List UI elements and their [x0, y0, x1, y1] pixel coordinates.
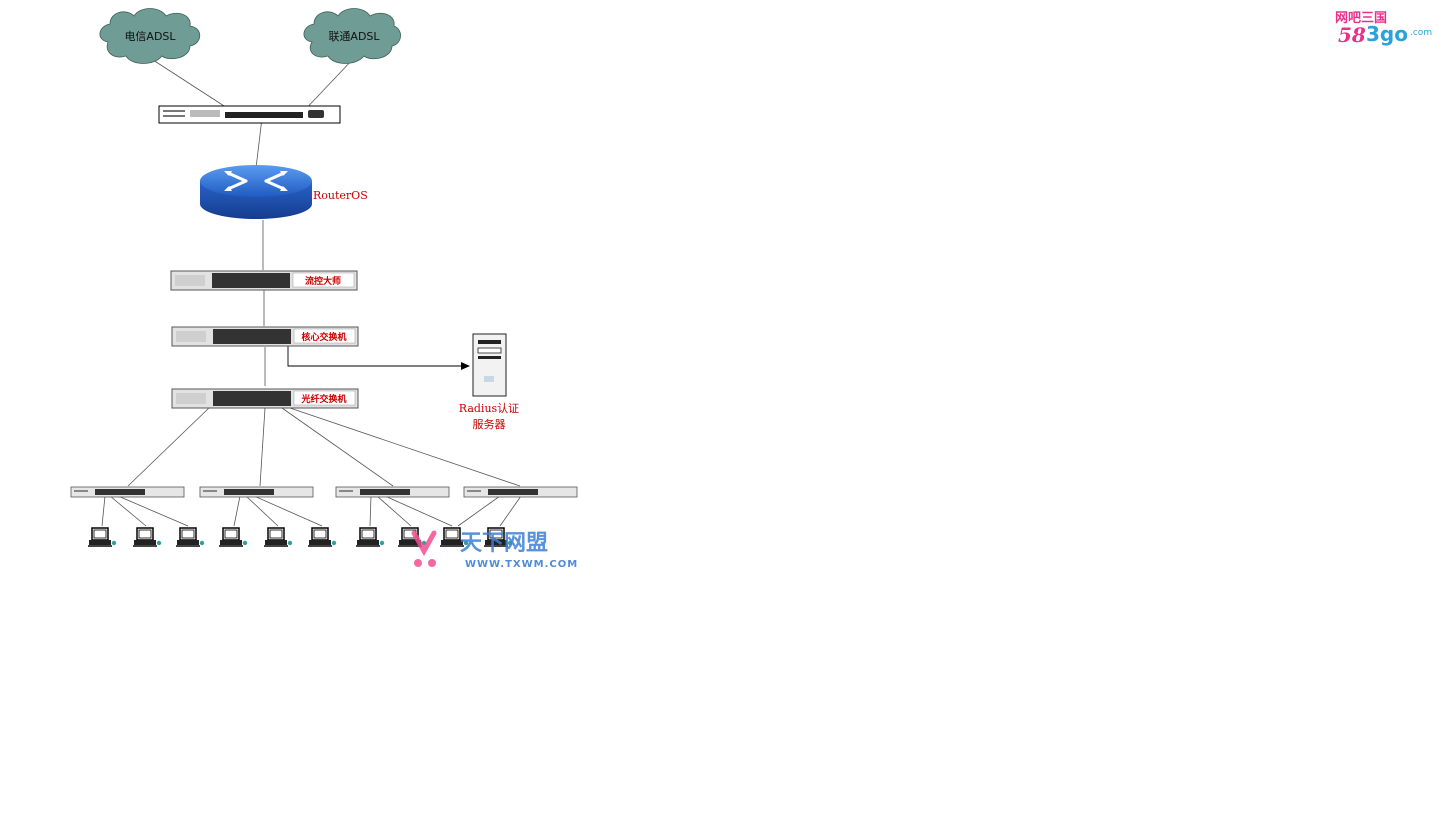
- pc-4: [218, 527, 248, 548]
- pc-2: [132, 527, 162, 548]
- switch-core-label: 核心交换机: [301, 331, 346, 343]
- server-icon: [472, 333, 507, 397]
- cloud-telecom-label: 电信ADSL: [124, 30, 176, 43]
- edge-switch: [158, 105, 341, 124]
- watermark-url: WWW.TXWM.COM: [465, 559, 578, 570]
- router-label: RouterOS: [313, 189, 368, 202]
- logo-num: 58: [1338, 23, 1366, 47]
- cloud-unicom-label: 联通ADSL: [328, 30, 380, 43]
- access-switch-3: [335, 486, 450, 498]
- switch-flow-control: 流控大师: [170, 270, 358, 291]
- pc-1: [87, 527, 117, 548]
- pc-3: [175, 527, 205, 548]
- pc-7: [355, 527, 385, 548]
- server-label-line2: 服务器: [473, 418, 506, 431]
- logo-58go: 网吧三国 58 3go .com: [1335, 11, 1432, 47]
- router-icon: [200, 165, 312, 219]
- logo-cn: 网吧三国: [1335, 11, 1387, 26]
- server-arrow: [287, 345, 470, 370]
- access-switch-2: [199, 486, 314, 498]
- server-label-line1: Radius认证: [459, 402, 519, 415]
- connection-lines: [101, 57, 522, 527]
- pc-6: [307, 527, 337, 548]
- access-switch-4: [463, 486, 578, 498]
- cloud-telecom-adsl: 电信ADSL: [99, 8, 201, 64]
- cloud-unicom-adsl: 联通ADSL: [303, 8, 401, 64]
- logo-go: 3go: [1366, 22, 1408, 46]
- switch-core: 核心交换机: [171, 326, 359, 347]
- watermark-txwm: 天下网盟 WWW.TXWM.COM: [411, 530, 578, 570]
- access-switch-1: [70, 486, 185, 498]
- pc-5: [263, 527, 293, 548]
- switch-fiber-label: 光纤交换机: [300, 393, 346, 405]
- switch-fiber: 光纤交换机: [171, 388, 359, 409]
- watermark-cn: 天下网盟: [460, 531, 548, 556]
- switch-flow-control-label: 流控大师: [305, 275, 341, 287]
- logo-com: .com: [1410, 28, 1432, 38]
